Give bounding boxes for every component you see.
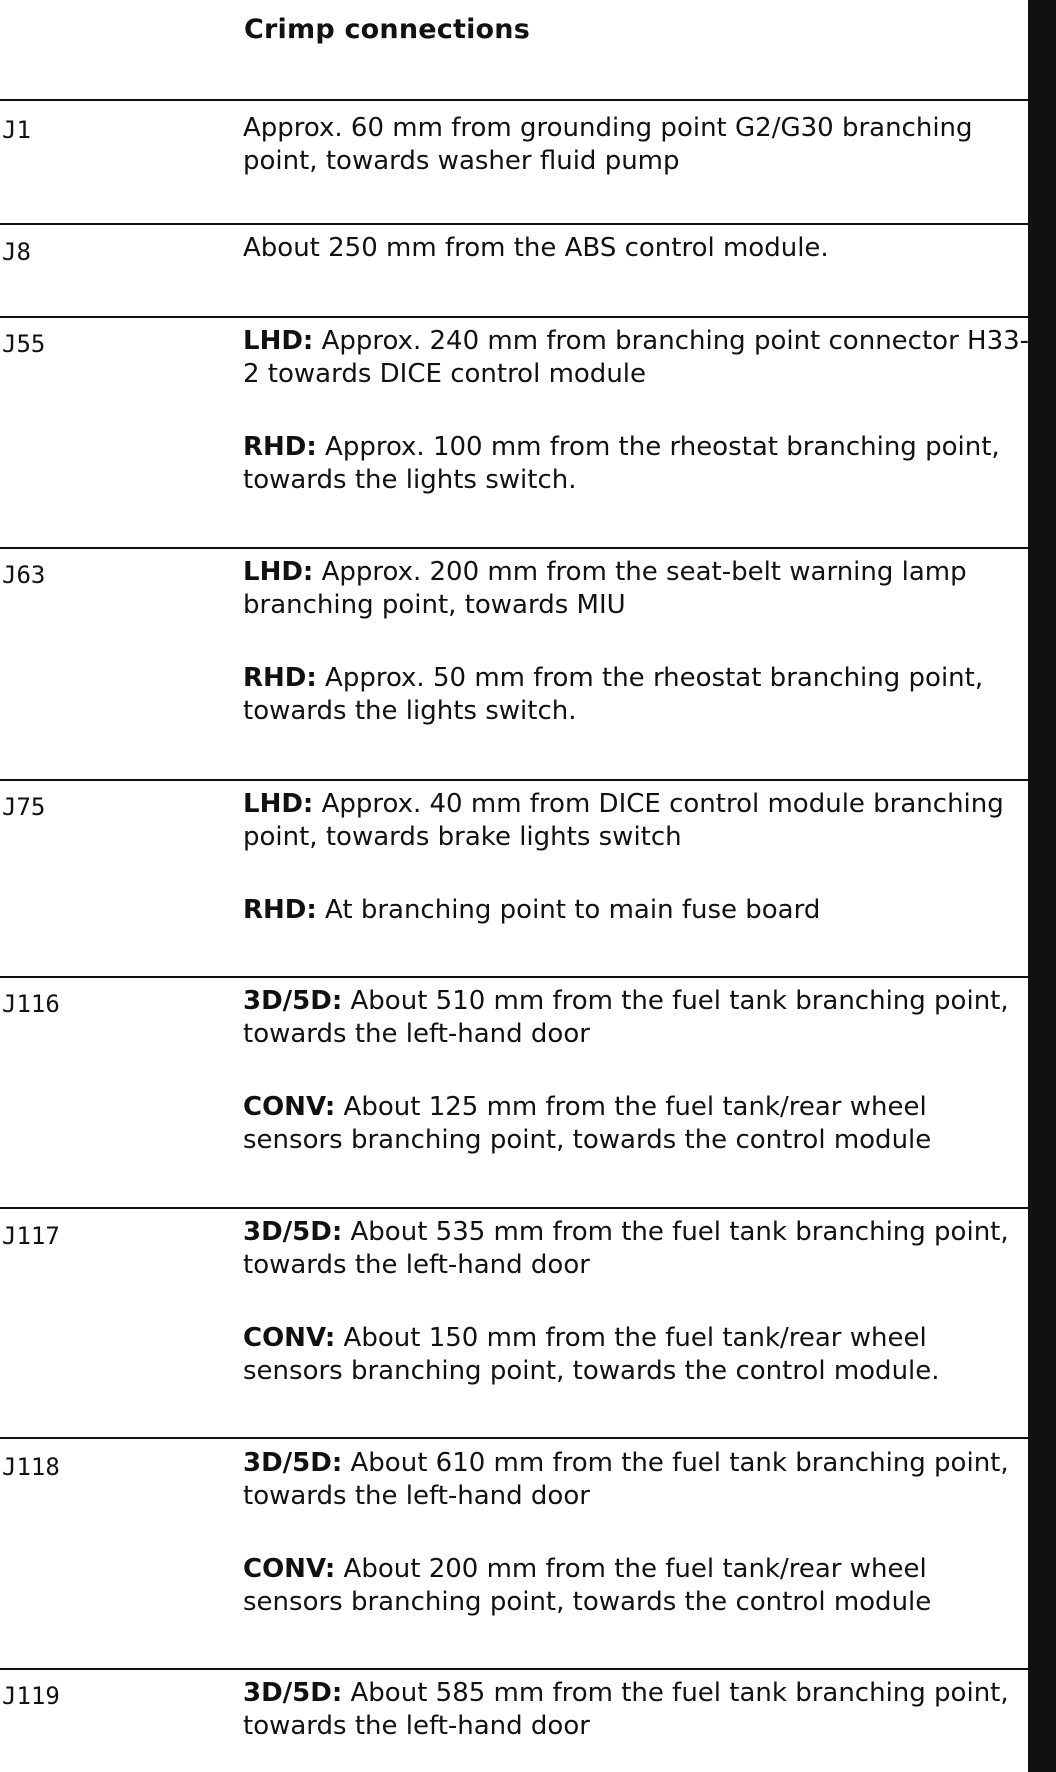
description-paragraph: LHD: Approx. 240 mm from branching point… [243, 325, 1033, 391]
description-paragraph: 3D/5D: About 610 mm from the fuel tank b… [243, 1447, 1033, 1513]
connection-description: 3D/5D: About 585 mm from the fuel tank b… [243, 1677, 1033, 1743]
description-paragraph: About 250 mm from the ABS control module… [243, 232, 1033, 265]
connection-code: J1 [2, 116, 31, 144]
connection-code: J63 [2, 561, 46, 589]
row-divider [0, 1668, 1028, 1670]
variant-label: CONV: [243, 1092, 336, 1122]
description-text: About 610 mm from the fuel tank branchin… [243, 1448, 1009, 1511]
connection-code: J55 [2, 330, 46, 358]
connection-description: LHD: Approx. 40 mm from DICE control mod… [243, 788, 1033, 927]
description-text: About 535 mm from the fuel tank branchin… [243, 1217, 1009, 1280]
connection-description: LHD: Approx. 240 mm from branching point… [243, 325, 1033, 497]
description-paragraph: CONV: About 125 mm from the fuel tank/re… [243, 1091, 1033, 1157]
variant-label: RHD: [243, 895, 317, 925]
description-text: Approx. 60 mm from grounding point G2/G3… [243, 113, 973, 176]
description-text: Approx. 200 mm from the seat-belt warnin… [243, 557, 967, 620]
description-text: At branching point to main fuse board [316, 895, 821, 925]
connection-description: Approx. 60 mm from grounding point G2/G3… [243, 112, 1033, 178]
variant-label: CONV: [243, 1323, 336, 1353]
variant-label: LHD: [243, 557, 314, 587]
row-divider [0, 976, 1028, 978]
row-divider [0, 223, 1028, 225]
variant-label: CONV: [243, 1554, 336, 1584]
variant-label: RHD: [243, 432, 317, 462]
description-text: Approx. 100 mm from the rheostat branchi… [243, 432, 1000, 495]
row-divider [0, 779, 1028, 781]
description-text: About 510 mm from the fuel tank branchin… [243, 986, 1009, 1049]
description-text: About 150 mm from the fuel tank/rear whe… [243, 1323, 940, 1386]
connection-code: J118 [2, 1453, 60, 1481]
description-text: Approx. 240 mm from branching point conn… [243, 326, 1030, 389]
description-paragraph: RHD: Approx. 100 mm from the rheostat br… [243, 431, 1033, 497]
description-paragraph: 3D/5D: About 510 mm from the fuel tank b… [243, 985, 1033, 1051]
page-edge-bar [1028, 0, 1056, 1772]
connection-description: 3D/5D: About 535 mm from the fuel tank b… [243, 1216, 1033, 1388]
connection-description: LHD: Approx. 200 mm from the seat-belt w… [243, 556, 1033, 728]
row-divider [0, 316, 1028, 318]
description-text: About 250 mm from the ABS control module… [243, 233, 829, 263]
description-paragraph: RHD: Approx. 50 mm from the rheostat bra… [243, 662, 1033, 728]
description-paragraph: Approx. 60 mm from grounding point G2/G3… [243, 112, 1033, 178]
description-text: About 125 mm from the fuel tank/rear whe… [243, 1092, 932, 1155]
row-divider [0, 1207, 1028, 1209]
description-paragraph: LHD: Approx. 40 mm from DICE control mod… [243, 788, 1033, 854]
description-text: Approx. 50 mm from the rheostat branchin… [243, 663, 984, 726]
variant-label: 3D/5D: [243, 986, 343, 1016]
row-divider [0, 99, 1028, 101]
description-text: About 585 mm from the fuel tank branchin… [243, 1678, 1009, 1741]
variant-label: LHD: [243, 789, 314, 819]
description-paragraph: CONV: About 200 mm from the fuel tank/re… [243, 1553, 1033, 1619]
connection-description: About 250 mm from the ABS control module… [243, 232, 1033, 265]
connection-code: J117 [2, 1222, 60, 1250]
variant-label: 3D/5D: [243, 1448, 343, 1478]
connection-code: J119 [2, 1682, 60, 1710]
variant-label: 3D/5D: [243, 1217, 343, 1247]
row-divider [0, 547, 1028, 549]
description-paragraph: CONV: About 150 mm from the fuel tank/re… [243, 1322, 1033, 1388]
row-divider [0, 1437, 1028, 1439]
description-paragraph: RHD: At branching point to main fuse boa… [243, 894, 1033, 927]
connection-code: J75 [2, 793, 46, 821]
connection-description: 3D/5D: About 510 mm from the fuel tank b… [243, 985, 1033, 1157]
page-title: Crimp connections [244, 14, 530, 45]
connection-description: 3D/5D: About 610 mm from the fuel tank b… [243, 1447, 1033, 1619]
description-paragraph: 3D/5D: About 585 mm from the fuel tank b… [243, 1677, 1033, 1743]
description-text: About 200 mm from the fuel tank/rear whe… [243, 1554, 932, 1617]
description-paragraph: 3D/5D: About 535 mm from the fuel tank b… [243, 1216, 1033, 1282]
variant-label: LHD: [243, 326, 314, 356]
description-paragraph: LHD: Approx. 200 mm from the seat-belt w… [243, 556, 1033, 622]
variant-label: RHD: [243, 663, 317, 693]
description-text: Approx. 40 mm from DICE control module b… [243, 789, 1004, 852]
variant-label: 3D/5D: [243, 1678, 343, 1708]
connection-code: J8 [2, 238, 31, 266]
connection-code: J116 [2, 990, 60, 1018]
